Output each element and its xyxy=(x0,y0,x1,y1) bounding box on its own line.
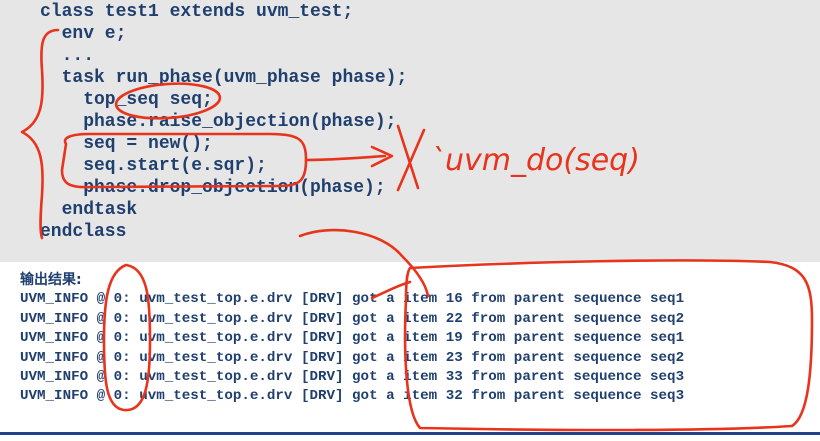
log-line: UVM_INFO @ 0: uvm_test_top.e.drv [DRV] g… xyxy=(20,369,685,385)
code-line-env: env e; xyxy=(40,24,127,44)
log-line: UVM_INFO @ 0: uvm_test_top.e.drv [DRV] g… xyxy=(20,311,685,327)
code-line-start: seq.start(e.sqr); xyxy=(40,156,267,176)
code-line-endtask: endtask xyxy=(40,200,138,220)
code-line-raise: phase.raise_objection(phase); xyxy=(40,112,397,132)
output-title: 输出结果: xyxy=(20,272,82,288)
log-line: UVM_INFO @ 0: uvm_test_top.e.drv [DRV] g… xyxy=(20,388,685,404)
log-line: UVM_INFO @ 0: uvm_test_top.e.drv [DRV] g… xyxy=(20,350,685,366)
code-line-task: task run_phase(uvm_phase phase); xyxy=(40,68,408,88)
code-panel: class test1 extends uvm_test; env e; ...… xyxy=(0,0,820,262)
code-line-ellipsis: ... xyxy=(40,46,95,66)
code-line-endclass: endclass xyxy=(40,222,127,242)
code-line-seq-decl: top_seq seq; xyxy=(40,90,213,110)
code-line-new: seq = new(); xyxy=(40,134,213,154)
code-line-class: class test1 extends uvm_test; xyxy=(40,2,354,22)
code-line-drop: phase.drop_objection(phase); xyxy=(40,178,386,198)
log-line: UVM_INFO @ 0: uvm_test_top.e.drv [DRV] g… xyxy=(20,291,685,307)
bottom-rule xyxy=(0,432,820,435)
log-line: UVM_INFO @ 0: uvm_test_top.e.drv [DRV] g… xyxy=(20,330,685,346)
